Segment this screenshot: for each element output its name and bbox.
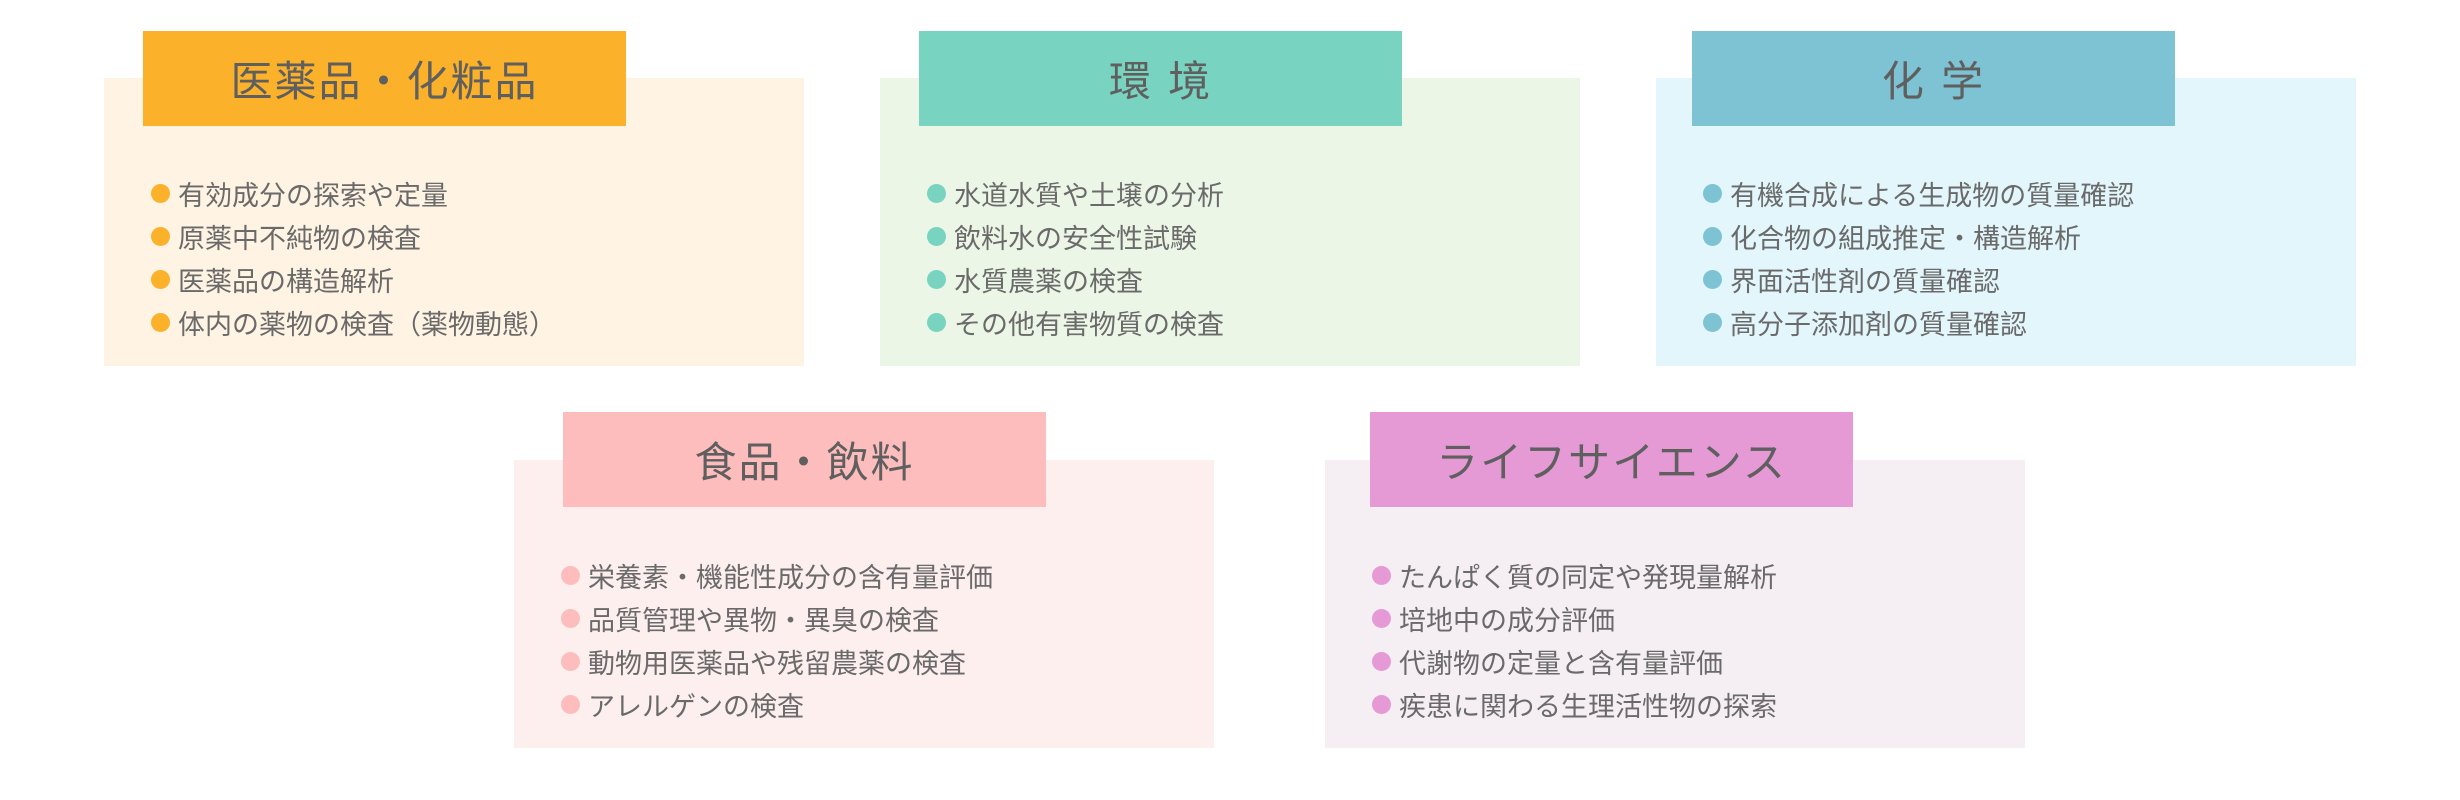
category-title-environment: 環 境 bbox=[919, 31, 1402, 126]
list-item: たんぱく質の同定や発現量解析 bbox=[1372, 554, 1777, 597]
list-item: 水道水質や土壌の分析 bbox=[927, 172, 1224, 215]
list-item: 品質管理や異物・異臭の検査 bbox=[561, 597, 993, 640]
bullet-dot-icon bbox=[151, 270, 170, 289]
bullet-dot-icon bbox=[1372, 609, 1391, 628]
list-item-text: 培地中の成分評価 bbox=[1399, 606, 1615, 637]
list-item-text: たんぱく質の同定や発現量解析 bbox=[1399, 563, 1777, 594]
category-card-food-beverage: 栄養素・機能性成分の含有量評価品質管理や異物・異臭の検査動物用医薬品や残留農薬の… bbox=[514, 460, 1214, 748]
bullet-dot-icon bbox=[561, 695, 580, 714]
category-title-food-beverage: 食品・飲料 bbox=[563, 412, 1046, 507]
list-item-text: 飲料水の安全性試験 bbox=[954, 224, 1197, 255]
bullet-dot-icon bbox=[1372, 695, 1391, 714]
bullet-dot-icon bbox=[561, 652, 580, 671]
category-card-chemistry: 有機合成による生成物の質量確認化合物の組成推定・構造解析界面活性剤の質量確認高分… bbox=[1656, 78, 2356, 366]
list-item-text: 有効成分の探索や定量 bbox=[178, 181, 448, 212]
list-item-text: 疾患に関わる生理活性物の探索 bbox=[1399, 692, 1777, 723]
list-item: 医薬品の構造解析 bbox=[151, 258, 556, 301]
list-item-text: アレルゲンの検査 bbox=[588, 692, 804, 723]
bullet-dot-icon bbox=[927, 313, 946, 332]
list-item-text: 品質管理や異物・異臭の検査 bbox=[588, 606, 939, 637]
list-item-text: 栄養素・機能性成分の含有量評価 bbox=[588, 563, 993, 594]
list-item-text: 高分子添加剤の質量確認 bbox=[1730, 310, 2027, 341]
list-item: アレルゲンの検査 bbox=[561, 683, 993, 726]
bullet-dot-icon bbox=[1703, 270, 1722, 289]
category-title-pharma-cosmetics: 医薬品・化粧品 bbox=[143, 31, 626, 126]
list-item-text: 原薬中不純物の検査 bbox=[178, 224, 421, 255]
bullet-dot-icon bbox=[561, 566, 580, 585]
list-item: 原薬中不純物の検査 bbox=[151, 215, 556, 258]
list-item: 動物用医薬品や残留農薬の検査 bbox=[561, 640, 993, 683]
category-item-list: 有効成分の探索や定量原薬中不純物の検査医薬品の構造解析体内の薬物の検査（薬物動態… bbox=[151, 172, 556, 344]
list-item: 界面活性剤の質量確認 bbox=[1703, 258, 2134, 301]
list-item-text: 代謝物の定量と含有量評価 bbox=[1399, 649, 1723, 680]
list-item-text: 化合物の組成推定・構造解析 bbox=[1730, 224, 2081, 255]
category-card-pharma-cosmetics: 有効成分の探索や定量原薬中不純物の検査医薬品の構造解析体内の薬物の検査（薬物動態… bbox=[104, 78, 804, 366]
list-item-text: 界面活性剤の質量確認 bbox=[1730, 267, 2000, 298]
list-item: 化合物の組成推定・構造解析 bbox=[1703, 215, 2134, 258]
category-title-chemistry: 化 学 bbox=[1692, 31, 2175, 126]
bullet-dot-icon bbox=[1372, 652, 1391, 671]
bullet-dot-icon bbox=[1372, 566, 1391, 585]
category-title-life-science: ライフサイエンス bbox=[1370, 412, 1853, 507]
list-item-text: 動物用医薬品や残留農薬の検査 bbox=[588, 649, 966, 680]
list-item: 高分子添加剤の質量確認 bbox=[1703, 301, 2134, 344]
list-item-text: 医薬品の構造解析 bbox=[178, 267, 394, 298]
bullet-dot-icon bbox=[1703, 313, 1722, 332]
bullet-dot-icon bbox=[927, 227, 946, 246]
list-item: 栄養素・機能性成分の含有量評価 bbox=[561, 554, 993, 597]
list-item: その他有害物質の検査 bbox=[927, 301, 1224, 344]
list-item: 培地中の成分評価 bbox=[1372, 597, 1777, 640]
list-item-text: 体内の薬物の検査（薬物動態） bbox=[178, 310, 556, 341]
list-item: 有効成分の探索や定量 bbox=[151, 172, 556, 215]
list-item-text: その他有害物質の検査 bbox=[954, 310, 1224, 341]
list-item: 疾患に関わる生理活性物の探索 bbox=[1372, 683, 1777, 726]
bullet-dot-icon bbox=[561, 609, 580, 628]
bullet-dot-icon bbox=[151, 227, 170, 246]
list-item: 水質農薬の検査 bbox=[927, 258, 1224, 301]
category-item-list: たんぱく質の同定や発現量解析培地中の成分評価代謝物の定量と含有量評価疾患に関わる… bbox=[1372, 554, 1777, 726]
bullet-dot-icon bbox=[151, 184, 170, 203]
category-item-list: 水道水質や土壌の分析飲料水の安全性試験水質農薬の検査その他有害物質の検査 bbox=[927, 172, 1224, 344]
category-item-list: 有機合成による生成物の質量確認化合物の組成推定・構造解析界面活性剤の質量確認高分… bbox=[1703, 172, 2134, 344]
list-item-text: 水道水質や土壌の分析 bbox=[954, 181, 1224, 212]
list-item: 体内の薬物の検査（薬物動態） bbox=[151, 301, 556, 344]
bullet-dot-icon bbox=[927, 184, 946, 203]
list-item-text: 水質農薬の検査 bbox=[954, 267, 1143, 298]
category-card-environment: 水道水質や土壌の分析飲料水の安全性試験水質農薬の検査その他有害物質の検査 bbox=[880, 78, 1580, 366]
list-item-text: 有機合成による生成物の質量確認 bbox=[1730, 181, 2135, 212]
list-item: 代謝物の定量と含有量評価 bbox=[1372, 640, 1777, 683]
bullet-dot-icon bbox=[151, 313, 170, 332]
category-item-list: 栄養素・機能性成分の含有量評価品質管理や異物・異臭の検査動物用医薬品や残留農薬の… bbox=[561, 554, 993, 726]
bullet-dot-icon bbox=[927, 270, 946, 289]
bullet-dot-icon bbox=[1703, 184, 1722, 203]
bullet-dot-icon bbox=[1703, 227, 1722, 246]
list-item: 飲料水の安全性試験 bbox=[927, 215, 1224, 258]
list-item: 有機合成による生成物の質量確認 bbox=[1703, 172, 2134, 215]
category-card-life-science: たんぱく質の同定や発現量解析培地中の成分評価代謝物の定量と含有量評価疾患に関わる… bbox=[1325, 460, 2025, 748]
